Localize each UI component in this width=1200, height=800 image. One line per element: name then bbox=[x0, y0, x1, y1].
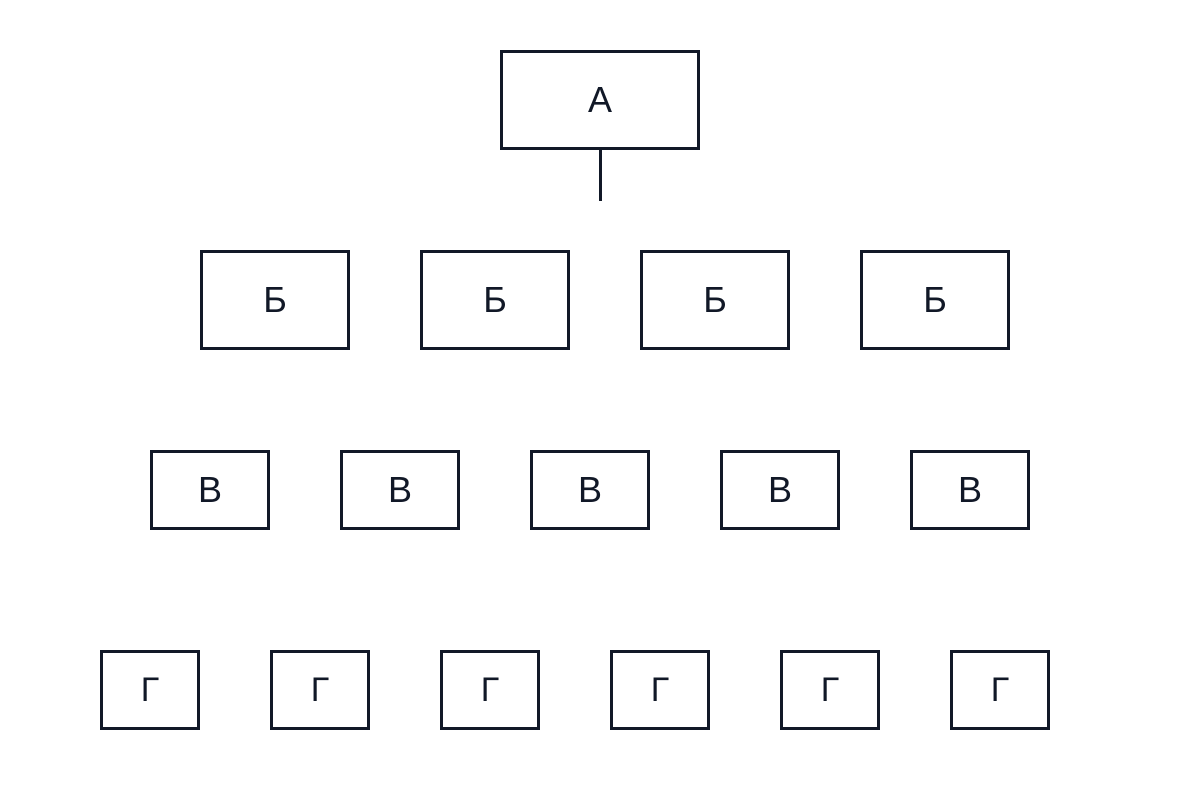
node-b-2: Б bbox=[420, 250, 570, 350]
node-c-label: В bbox=[767, 469, 792, 510]
node-d-3: Г bbox=[440, 650, 540, 730]
node-d-label: Г bbox=[310, 671, 330, 709]
node-c-label: В bbox=[957, 469, 982, 510]
node-d-label: Г bbox=[480, 671, 500, 709]
node-d-2: Г bbox=[270, 650, 370, 730]
node-c-label: В bbox=[387, 469, 412, 510]
node-d-label: Г bbox=[650, 671, 670, 709]
node-b-label: Б bbox=[703, 279, 727, 320]
node-b-4: Б bbox=[860, 250, 1010, 350]
node-d-1: Г bbox=[100, 650, 200, 730]
node-c-label: В bbox=[197, 469, 222, 510]
node-b-3: Б bbox=[640, 250, 790, 350]
node-b-label: Б bbox=[263, 279, 287, 320]
node-b-label: Б bbox=[923, 279, 947, 320]
node-d-5: Г bbox=[780, 650, 880, 730]
node-d-label: Г bbox=[990, 671, 1010, 709]
node-a: А bbox=[500, 50, 700, 150]
node-d-label: Г bbox=[820, 671, 840, 709]
node-c-label: В bbox=[577, 469, 602, 510]
node-b-1: Б bbox=[200, 250, 350, 350]
node-d-label: Г bbox=[140, 671, 160, 709]
node-c-1: В bbox=[150, 450, 270, 530]
node-a-label: А bbox=[587, 79, 612, 120]
node-c-3: В bbox=[530, 450, 650, 530]
node-c-4: В bbox=[720, 450, 840, 530]
node-d-6: Г bbox=[950, 650, 1050, 730]
root-connector-line bbox=[599, 149, 602, 201]
node-c-2: В bbox=[340, 450, 460, 530]
node-d-4: Г bbox=[610, 650, 710, 730]
node-c-5: В bbox=[910, 450, 1030, 530]
node-b-label: Б bbox=[483, 279, 507, 320]
